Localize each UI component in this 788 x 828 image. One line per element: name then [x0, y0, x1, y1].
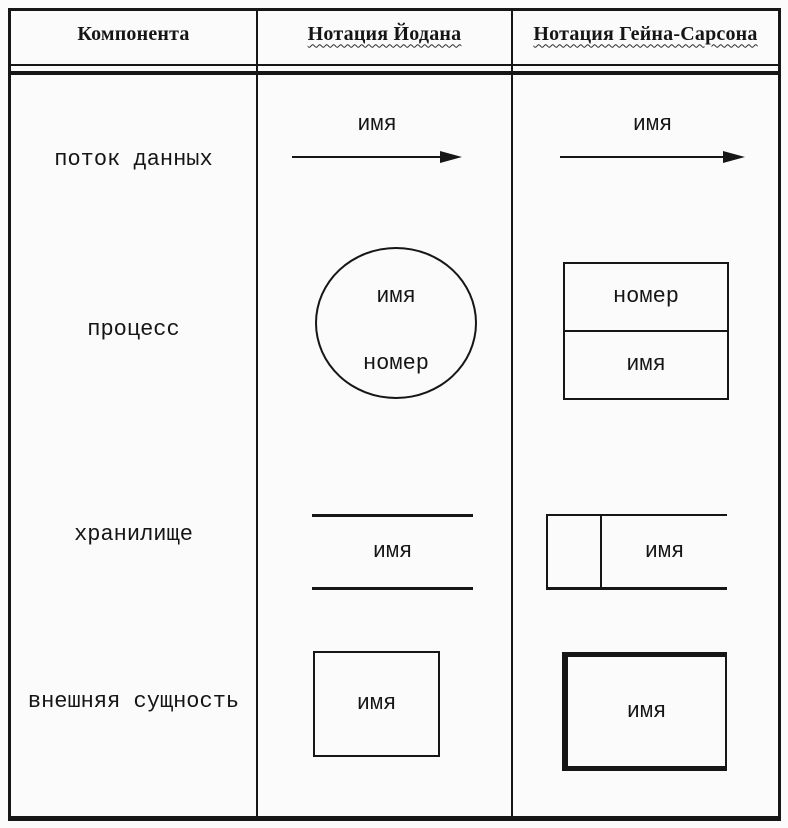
component-label-data-flow: поток данных	[54, 147, 213, 172]
yourdon-external-entity-rectangle: имя	[313, 651, 440, 757]
data-flow-name-label: имя	[357, 112, 397, 137]
data-flow-arrow-icon	[560, 151, 745, 163]
component-label-data-store: хранилище	[74, 522, 193, 547]
yourdon-data-flow: имя	[292, 112, 462, 165]
gane-sarson-external-entity-rectangle: имя	[562, 652, 727, 771]
data-flow-arrow-icon	[292, 151, 462, 163]
process-name-label: имя	[626, 352, 666, 377]
table-border-top	[8, 8, 781, 11]
header-divider-thick	[8, 71, 781, 75]
process-name-label: имя	[376, 284, 416, 309]
table-border-left	[8, 8, 11, 821]
external-entity-name-label: имя	[356, 691, 397, 716]
gane-sarson-data-flow: имя	[560, 112, 745, 165]
gane-sarson-process-rectangle: номер имя	[563, 262, 729, 400]
header-yourdon-notation: Нотация Йодана	[307, 22, 462, 45]
header-divider-thin	[8, 64, 781, 66]
external-entity-name-label: имя	[626, 698, 667, 724]
data-store-name-label: имя	[644, 538, 685, 564]
header-gane-sarson-notation: Нотация Гейна-Сарсона	[533, 22, 758, 45]
process-number-label: номер	[362, 351, 429, 376]
table-border-right	[778, 8, 781, 821]
process-number-label: номер	[565, 264, 727, 332]
column-divider-2	[511, 8, 513, 816]
component-label-process: процесс	[87, 317, 180, 342]
data-store-divider-line	[600, 516, 602, 587]
column-divider-1	[256, 8, 258, 816]
yourdon-process-circle: имя номер	[315, 247, 477, 399]
component-label-external-entity: внешняя сущность	[27, 689, 240, 714]
data-store-name-label: имя	[372, 539, 413, 564]
gane-sarson-data-store: имя	[546, 514, 727, 590]
header-component: Компонента	[77, 22, 190, 45]
table-border-bottom	[8, 816, 781, 821]
data-flow-name-label: имя	[632, 112, 673, 137]
yourdon-data-store: имя	[312, 514, 473, 590]
